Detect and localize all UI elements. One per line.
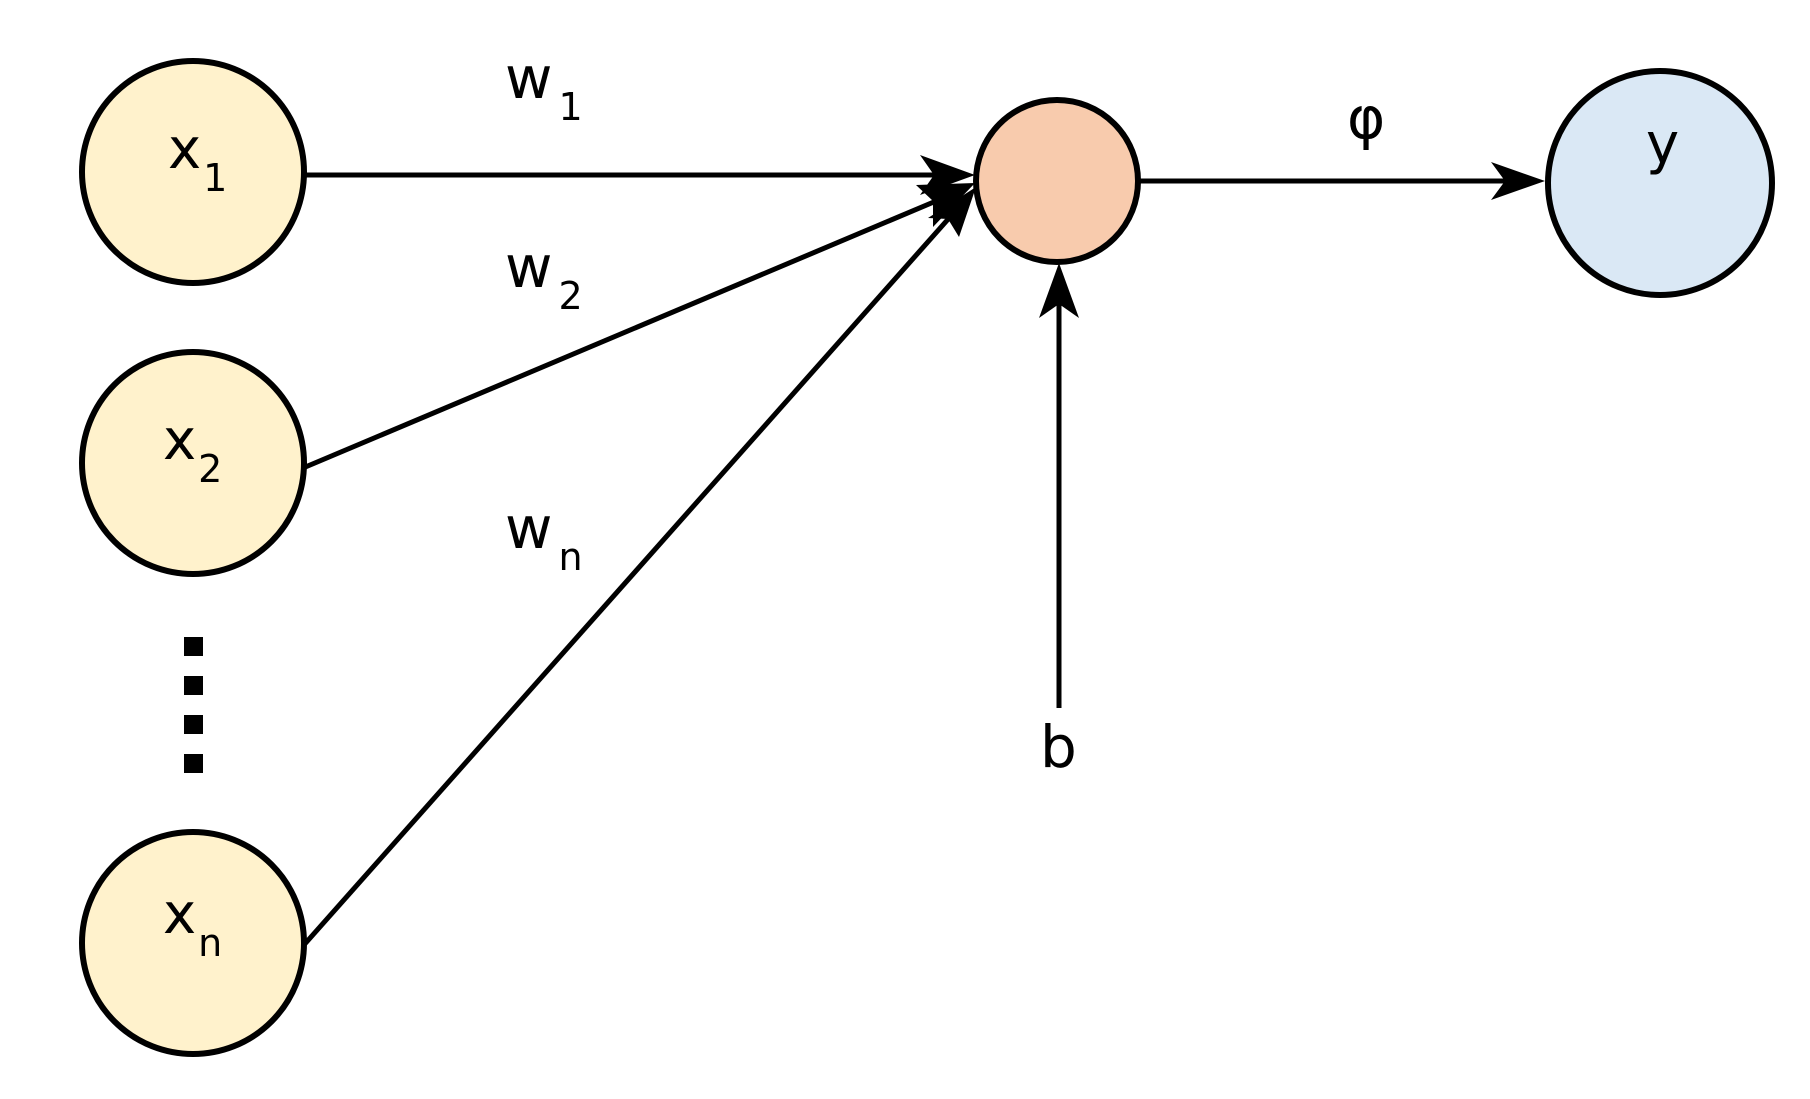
arrowhead-xn: [928, 187, 976, 237]
arrowhead-x2: [916, 183, 975, 227]
activation-label-phi: φ: [1347, 84, 1385, 152]
arrowhead-bias: [1039, 263, 1079, 318]
input-label-x2: x2: [163, 408, 222, 491]
edge-x2-to-sum: [302, 193, 949, 471]
edge-xn-to-sum: [301, 206, 960, 948]
input-node-x1: [79, 58, 307, 286]
ellipsis-dots: [184, 637, 203, 773]
output-node-y: [1545, 68, 1775, 298]
arrowhead-output: [1491, 162, 1545, 200]
output-label-y: y: [1646, 112, 1679, 177]
bias-label-b: b: [1040, 713, 1077, 781]
input-node-x2: [79, 349, 307, 577]
input-label-xn: xn: [163, 882, 222, 965]
input-label-x1: x1: [168, 117, 227, 200]
summation-node: [973, 97, 1141, 265]
